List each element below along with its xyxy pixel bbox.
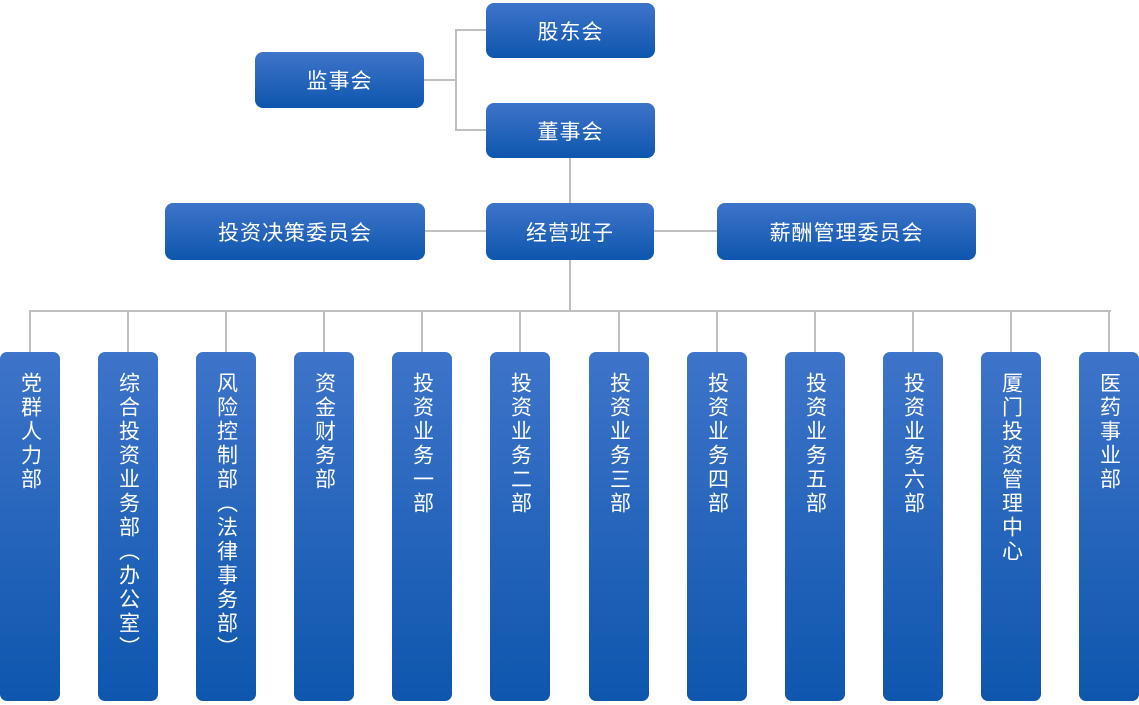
connector-line	[654, 230, 717, 232]
department-label: 投资业务三部	[607, 372, 632, 516]
node-shareholders-meeting: 股东会	[486, 3, 655, 58]
node-label: 董事会	[537, 119, 604, 144]
department-box: 投资业务二部	[490, 352, 550, 701]
connector-line	[569, 158, 571, 204]
node-label: 监事会	[306, 69, 373, 93]
connector-line	[716, 310, 718, 352]
department-box: 投资业务三部	[589, 352, 649, 701]
department-label: 投资业务一部	[410, 372, 435, 516]
connector-line	[225, 310, 227, 352]
department-box: 医药事业部	[1079, 352, 1139, 701]
department-label: 综合投资业务部（办公室）	[116, 372, 141, 660]
node-investment-decision-committee: 投资决策委员会	[165, 203, 425, 260]
department-label: 投资业务四部	[705, 372, 730, 516]
connector-line	[814, 310, 816, 352]
node-label: 股东会	[537, 19, 604, 44]
department-label: 投资业务五部	[803, 372, 828, 516]
connector-line	[455, 29, 486, 31]
department-label: 投资业务二部	[508, 372, 533, 516]
node-label: 经营班子	[526, 220, 614, 245]
node-label: 投资决策委员会	[218, 220, 372, 245]
department-box: 风险控制部（法律事务部）	[196, 352, 256, 701]
department-box: 综合投资业务部（办公室）	[98, 352, 158, 701]
connector-line	[569, 260, 571, 312]
department-box: 投资业务四部	[687, 352, 747, 701]
department-label: 资金财务部	[312, 372, 337, 492]
connector-line	[29, 310, 31, 352]
department-label: 风险控制部（法律事务部）	[214, 372, 239, 660]
connector-line	[425, 230, 486, 232]
connector-line	[127, 310, 129, 352]
department-label: 厦门投资管理中心	[999, 372, 1024, 564]
department-box: 投资业务五部	[785, 352, 845, 701]
department-box: 投资业务一部	[392, 352, 452, 701]
department-box: 党群人力部	[0, 352, 60, 701]
department-label: 投资业务六部	[901, 372, 926, 516]
department-box: 厦门投资管理中心	[981, 352, 1041, 701]
connector-line	[1010, 310, 1012, 352]
node-supervisory-board: 监事会	[255, 52, 424, 108]
node-management-team: 经营班子	[486, 203, 654, 260]
connector-line	[29, 310, 1111, 312]
connector-line	[323, 310, 325, 352]
connector-line	[421, 310, 423, 352]
department-label: 党群人力部	[18, 372, 43, 492]
connector-line	[1108, 310, 1110, 352]
node-compensation-management-committee: 薪酬管理委员会	[717, 203, 976, 260]
department-label: 医药事业部	[1097, 372, 1122, 492]
connector-line	[455, 129, 486, 131]
connector-line	[618, 310, 620, 352]
connector-line	[519, 310, 521, 352]
department-box: 资金财务部	[294, 352, 354, 701]
department-box: 投资业务六部	[883, 352, 943, 701]
connector-line	[912, 310, 914, 352]
node-board-of-directors: 董事会	[486, 103, 655, 158]
connector-line	[423, 79, 457, 81]
node-label: 薪酬管理委员会	[769, 220, 924, 245]
